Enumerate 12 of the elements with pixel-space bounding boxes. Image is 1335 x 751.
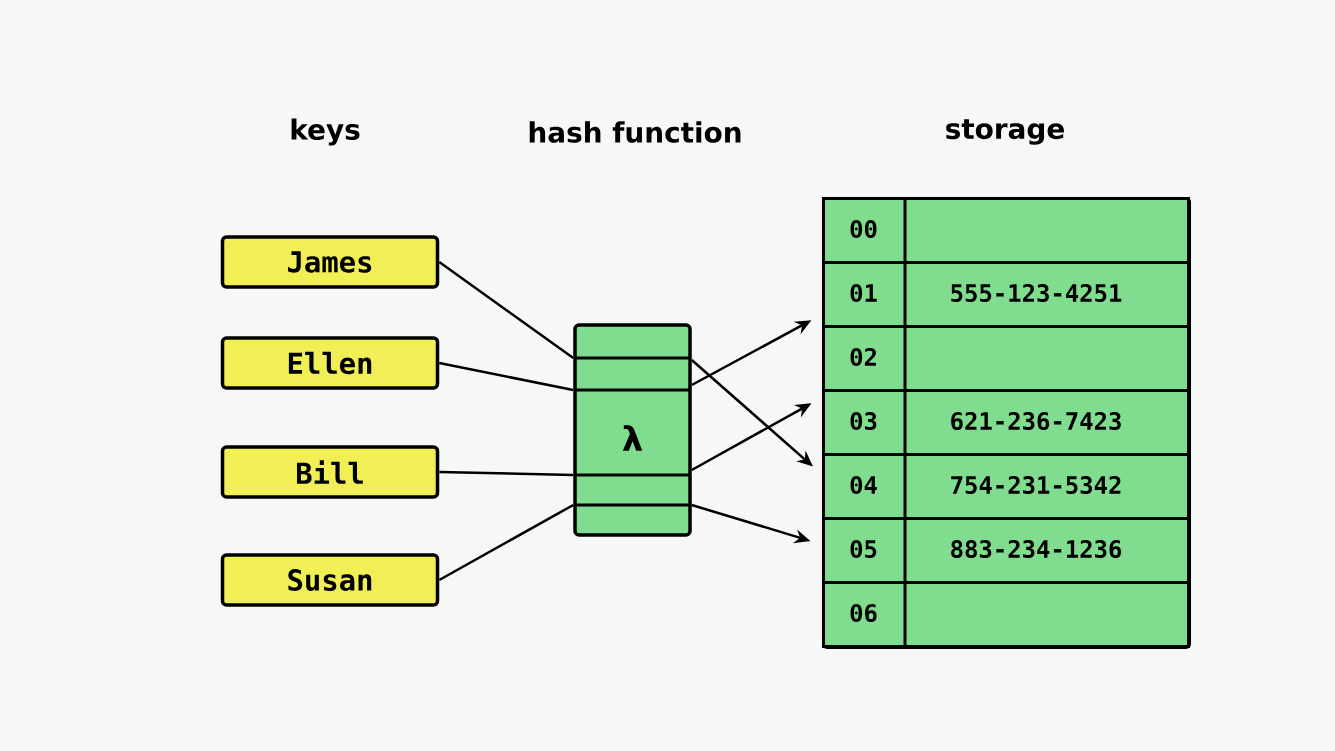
key-box: Bill [220, 445, 440, 499]
column-heading: hash function [529, 121, 741, 143]
connector-line [438, 503, 574, 582]
key-box: Susan [220, 553, 440, 607]
connector-line [438, 261, 574, 359]
connector-line [439, 361, 574, 392]
hash-function-box: λ [573, 323, 692, 537]
key-box: Ellen [220, 336, 440, 390]
key-box: James [220, 235, 440, 289]
column-heading: keys [291, 118, 360, 146]
connector-line [439, 470, 574, 477]
column-heading: storage [946, 119, 1064, 145]
